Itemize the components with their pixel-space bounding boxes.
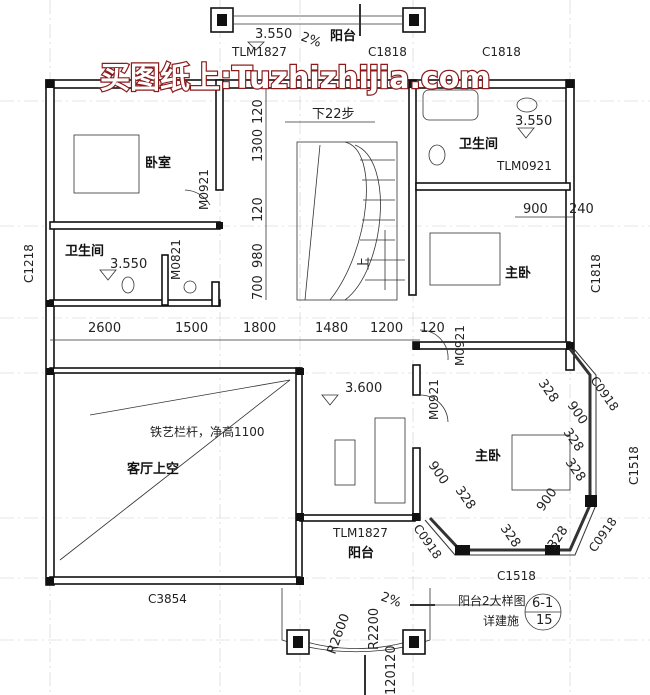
dim-120-a: 120 bbox=[251, 99, 266, 124]
dim-700: 700 bbox=[251, 275, 266, 300]
slope-bottom: 2% bbox=[379, 590, 404, 611]
opening-m0821: M0821 bbox=[169, 239, 183, 280]
room-label-bathroom-left: 卫生间 bbox=[65, 243, 104, 259]
dim-1300: 1300 bbox=[251, 129, 266, 162]
dim-row-2600: 2600 bbox=[88, 321, 121, 336]
bed-master-1 bbox=[429, 232, 501, 286]
dim-r2600: R2600 bbox=[325, 612, 354, 657]
elevation-bathroom-left: 3.550 bbox=[110, 257, 147, 272]
opening-m0921-master2: M0921 bbox=[427, 379, 441, 420]
top-balcony bbox=[210, 4, 426, 36]
room-label-master-1: 主卧 bbox=[505, 265, 531, 281]
room-label-balcony-bottom: 阳台 bbox=[348, 545, 374, 561]
bed-bedroom bbox=[73, 134, 140, 194]
elevation-markers bbox=[99, 41, 535, 406]
opening-c1218: C1218 bbox=[22, 244, 36, 283]
basin-small bbox=[183, 280, 197, 294]
opening-m0921-bedroom: M0921 bbox=[197, 169, 211, 210]
watermark: 买图纸上:Tuzhizhijia.com bbox=[100, 61, 491, 96]
room-label-master-2: 主卧 bbox=[475, 448, 501, 464]
bay-window bbox=[424, 348, 597, 556]
dim-row-120: 120 bbox=[420, 321, 445, 336]
opening-c1818-right: C1818 bbox=[589, 254, 603, 293]
opening-tlm1827-bottom: TLM1827 bbox=[332, 526, 388, 540]
plant bbox=[334, 439, 356, 486]
detail-ref-sub: 详建施 bbox=[483, 613, 519, 628]
elevation-bathroom-top: 3.550 bbox=[515, 114, 552, 129]
dim-900-top: 900 bbox=[523, 202, 548, 217]
oct-dim: 900 bbox=[564, 399, 591, 428]
dim-120-b: 120 bbox=[251, 197, 266, 222]
elevation-corridor: 3.600 bbox=[345, 381, 382, 396]
room-label-bedroom: 卧室 bbox=[145, 155, 171, 171]
opening-c3854: C3854 bbox=[148, 592, 187, 606]
railing-note: 铁艺栏杆，净高1100 bbox=[150, 424, 265, 439]
detail-ref-num-top: 6-1 bbox=[532, 596, 553, 611]
toilet bbox=[428, 144, 446, 166]
furniture bbox=[59, 89, 571, 561]
octagon-dimensions: 328 900 328 328 900 328 328 900 328 bbox=[425, 377, 591, 553]
detail-ref-num-bottom: 15 bbox=[536, 613, 553, 628]
dim-980: 980 bbox=[251, 243, 266, 268]
opening-c0918-b: C0918 bbox=[586, 515, 620, 555]
room-label-living-void: 客厅上空 bbox=[127, 461, 179, 477]
dim-row-1200: 1200 bbox=[370, 321, 403, 336]
stair-up-label: 上 bbox=[357, 257, 372, 270]
bathtub bbox=[422, 89, 479, 121]
dim-bottom: 120120 bbox=[384, 645, 399, 695]
toilet-small bbox=[121, 276, 135, 294]
dim-row-1800: 1800 bbox=[243, 321, 276, 336]
opening-c1518-bottom: C1518 bbox=[497, 569, 536, 583]
oct-dim: 328 bbox=[562, 456, 589, 485]
detail-ref-label: 阳台2大样图 bbox=[458, 593, 526, 608]
room-label-balcony-top: 阳台 bbox=[330, 28, 356, 44]
opening-tlm0921: TLM0921 bbox=[496, 159, 552, 173]
oct-dim: 900 bbox=[425, 459, 452, 488]
walls bbox=[45, 79, 575, 586]
dim-row-1480: 1480 bbox=[315, 321, 348, 336]
opening-m0921-master: M0921 bbox=[453, 325, 467, 366]
room-label-bathroom-top: 卫生间 bbox=[459, 136, 498, 152]
oct-dim: 328 bbox=[535, 377, 562, 406]
oct-dim: 328 bbox=[452, 484, 479, 513]
opening-c1818-top: C1818 bbox=[368, 45, 407, 59]
dim-r2200: R2200 bbox=[367, 608, 382, 650]
opening-c1518-right: C1518 bbox=[627, 446, 641, 485]
slope-top: 2% bbox=[299, 30, 324, 51]
basin bbox=[516, 97, 538, 113]
staircase bbox=[285, 121, 405, 301]
opening-c1818-right-top: C1818 bbox=[482, 45, 521, 59]
dim-240: 240 bbox=[569, 202, 594, 217]
stair-note: 下22步 bbox=[312, 107, 355, 122]
elevation-balcony-top: 3.550 bbox=[255, 27, 292, 42]
opening-c0918-a: C0918 bbox=[588, 374, 622, 414]
oct-dim: 328 bbox=[497, 522, 524, 551]
door-swing bbox=[184, 189, 211, 206]
opening-tlm1827-top: TLM1827 bbox=[231, 45, 287, 59]
oct-dim: 328 bbox=[560, 426, 587, 455]
sofa bbox=[374, 417, 406, 504]
bed-master-2 bbox=[511, 434, 571, 491]
dim-row-1500: 1500 bbox=[175, 321, 208, 336]
bottom-balcony bbox=[281, 588, 562, 695]
